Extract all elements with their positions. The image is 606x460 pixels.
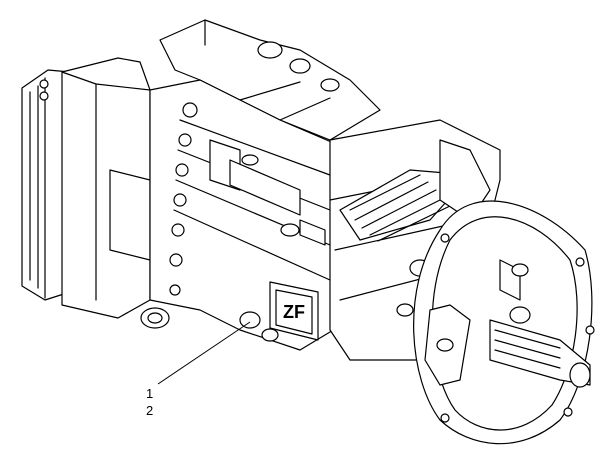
zf-logo-plate <box>269 281 319 341</box>
callout-label-1: 1 <box>146 386 154 401</box>
bottom-fittings <box>140 307 279 342</box>
end-cover <box>21 69 71 301</box>
housing-left <box>39 57 151 319</box>
bell-housing <box>413 200 595 445</box>
callout-label-2: 2 <box>146 403 154 418</box>
zf-logo-text: ZF <box>283 302 305 322</box>
release-fork <box>424 304 471 386</box>
input-shaft <box>489 319 591 388</box>
top-cover <box>159 19 381 141</box>
housing-middle <box>149 79 351 351</box>
callout-leader-line <box>157 321 251 385</box>
